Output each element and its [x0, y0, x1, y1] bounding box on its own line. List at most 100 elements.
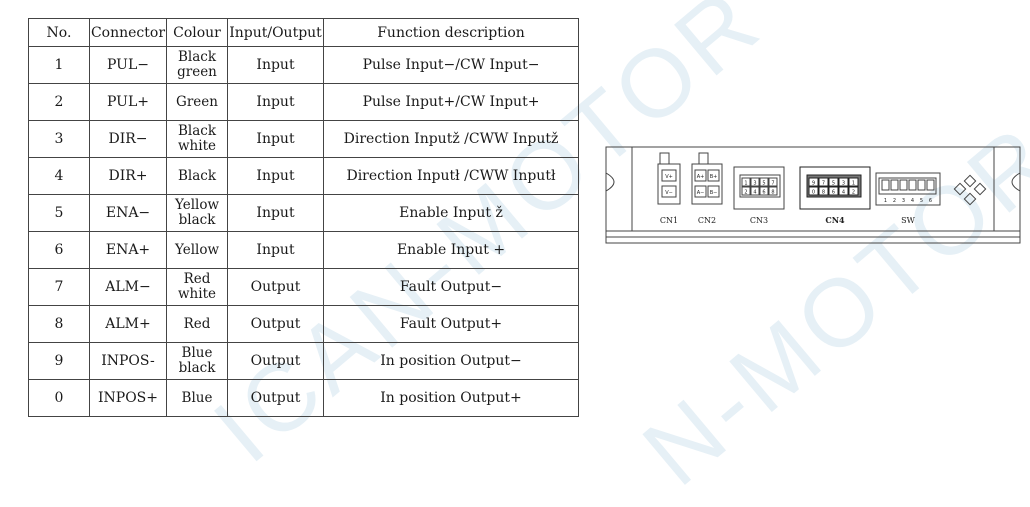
sw-number: 3	[902, 198, 905, 204]
header-colour: Colour	[166, 18, 228, 47]
cell-input-output: Output	[227, 268, 324, 306]
cell-connector: ENA−	[89, 194, 167, 232]
cell-function: Direction Inputł /CWW Inputł	[323, 157, 579, 195]
cn3-pin: 3	[753, 181, 756, 187]
cell-input-output: Input	[227, 46, 324, 84]
cn4-pin: 2	[852, 190, 855, 196]
cell-connector: ALM+	[89, 305, 167, 343]
header-connector: Connector	[89, 18, 167, 47]
right-mount-notch	[1011, 172, 1021, 192]
dip-switch	[875, 172, 941, 206]
cell-no: 6	[28, 231, 90, 269]
colour-word: Black	[177, 167, 217, 184]
cn2-connector	[691, 152, 723, 205]
cell-input-output: Input	[227, 231, 324, 269]
driver-outline	[605, 146, 1021, 244]
sw-number: 1	[884, 198, 887, 204]
cn3-connector	[733, 166, 785, 210]
cell-input-output: Output	[227, 305, 324, 343]
cn1-connector	[657, 152, 681, 205]
cn4-pin: 3	[842, 181, 845, 187]
colour-word: black	[178, 360, 216, 376]
cell-input-output: Input	[227, 83, 324, 121]
driver-connector-diagram: V+ V− A+ B+ A− B− 1 3 5 7 2 4 6 8 9 7 5 …	[605, 146, 1021, 244]
cell-connector: ALM−	[89, 268, 167, 306]
cell-connector: INPOS+	[89, 379, 167, 417]
sw-number: 4	[911, 198, 914, 204]
header-function: Function description	[323, 18, 579, 47]
colour-word: Yellow	[174, 241, 220, 258]
cell-function: Pulse Input−/CW Input−	[323, 46, 579, 84]
cell-no: 5	[28, 194, 90, 232]
colour-word: Blue	[181, 389, 213, 406]
cn4-connector	[799, 166, 871, 210]
sw-label: SW	[901, 216, 915, 225]
cell-colour: Red	[166, 305, 228, 343]
cell-input-output: Input	[227, 157, 324, 195]
cell-no: 2	[28, 83, 90, 121]
cn2-pin: B−	[710, 190, 718, 196]
cell-input-output: Input	[227, 194, 324, 232]
colour-word: Black	[177, 49, 217, 65]
cell-input-output: Output	[227, 379, 324, 417]
header-input-output: Input/Output	[227, 18, 324, 47]
sw-number: 2	[893, 198, 896, 204]
cell-function: Fault Output−	[323, 268, 579, 306]
cn2-pin: B+	[710, 174, 718, 180]
header-no: No.	[28, 18, 90, 47]
cell-connector: DIR+	[89, 157, 167, 195]
colour-word: white	[178, 138, 216, 154]
cn2-pin: A−	[697, 190, 705, 196]
cn4-pin: 5	[832, 181, 835, 187]
cn1-label: CN1	[660, 216, 678, 225]
table-header-row: No. Connector Colour Input/Output Functi…	[28, 18, 579, 47]
cell-connector: INPOS-	[89, 342, 167, 380]
cn4-pin: 7	[822, 181, 825, 187]
cell-input-output: Input	[227, 120, 324, 158]
cell-connector: PUL−	[89, 46, 167, 84]
cell-no: 0	[28, 379, 90, 417]
colour-word: Red	[183, 271, 211, 287]
cn3-label: CN3	[750, 216, 768, 225]
cell-connector: DIR−	[89, 120, 167, 158]
cell-function: Enable Input ž	[323, 194, 579, 232]
cn2-pin: A+	[697, 174, 705, 180]
cn3-pin: 1	[744, 181, 747, 187]
colour-word: Blue	[181, 345, 213, 361]
cell-function: In position Output+	[323, 379, 579, 417]
cell-function: Direction Inputž /CWW Inputž	[323, 120, 579, 158]
cell-no: 3	[28, 120, 90, 158]
cell-no: 7	[28, 268, 90, 306]
colour-word: green	[177, 64, 217, 80]
cell-input-output: Output	[227, 342, 324, 380]
colour-word: Red	[183, 315, 211, 332]
cn3-pin: 4	[753, 190, 756, 196]
cell-no: 1	[28, 46, 90, 84]
cn4-pin: 8	[822, 190, 825, 196]
cell-colour: Green	[166, 83, 228, 121]
connector-pinout-table: No. Connector Colour Input/Output Functi…	[28, 18, 579, 417]
cn2-label: CN2	[698, 216, 716, 225]
colour-word: Green	[176, 93, 218, 110]
cell-no: 9	[28, 342, 90, 380]
cn3-pin: 8	[771, 190, 774, 196]
status-led-icon	[953, 174, 987, 206]
cn4-pin: 4	[842, 190, 845, 196]
cn3-pin: 5	[762, 181, 765, 187]
cn4-pin: 0	[812, 190, 815, 196]
cn4-label: CN4	[825, 215, 845, 225]
cn3-pin: 6	[762, 190, 765, 196]
